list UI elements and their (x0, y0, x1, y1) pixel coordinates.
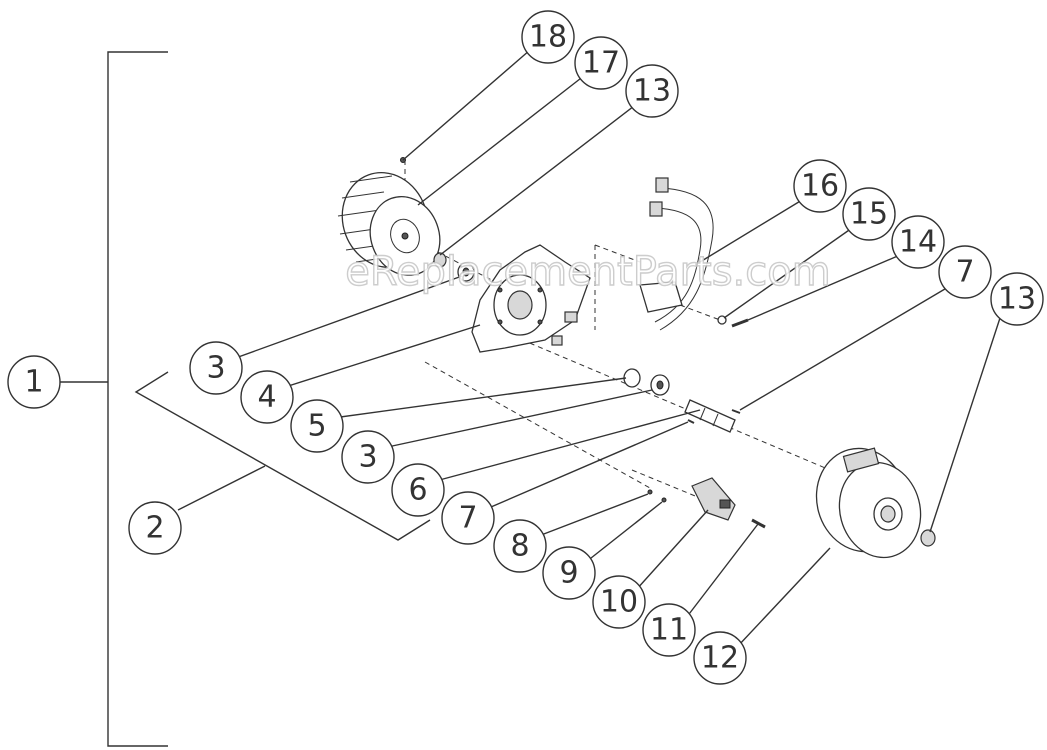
svg-text:11: 11 (650, 613, 688, 648)
svg-text:15: 15 (850, 197, 888, 232)
callout-8: 8 (493, 519, 547, 573)
blower-wheel (337, 172, 441, 276)
sleeve-5 (623, 368, 641, 388)
callout-16: 16 (793, 159, 847, 213)
callout-13b: 13 (990, 272, 1044, 326)
bearing-lower (650, 374, 670, 396)
shaft-6 (684, 399, 736, 433)
pin-9 (661, 497, 667, 503)
svg-text:8: 8 (510, 529, 529, 564)
callout-1: 1 (7, 355, 61, 409)
pin-8 (647, 489, 653, 495)
motor-end-plate (471, 244, 591, 353)
svg-text:3: 3 (206, 351, 225, 386)
svg-text:13: 13 (998, 282, 1036, 317)
callout-17: 17 (574, 36, 628, 90)
svg-text:4: 4 (257, 380, 276, 415)
callout-13a: 13 (625, 64, 679, 118)
svg-text:16: 16 (801, 169, 839, 204)
callout-5: 5 (290, 399, 344, 453)
callout-7b: 7 (938, 245, 992, 299)
assembly-bracket (107, 51, 168, 747)
callout-15: 15 (842, 187, 896, 241)
brush-holder-10 (691, 477, 736, 521)
svg-text:7: 7 (458, 501, 477, 536)
callout-10: 10 (592, 575, 646, 629)
screw-14 (731, 318, 749, 328)
leader-2 (177, 465, 266, 511)
svg-text:14: 14 (899, 225, 937, 260)
callout-14: 14 (891, 215, 945, 269)
watermark: eReplacementParts.com (345, 249, 830, 295)
svg-text:10: 10 (600, 585, 638, 620)
callout-6: 6 (391, 463, 445, 517)
callout-3a: 3 (189, 341, 243, 395)
assembly-lines (404, 160, 831, 499)
wire-harness (639, 177, 714, 331)
motor-housing (815, 447, 922, 559)
key-7-right (731, 409, 741, 414)
svg-text:17: 17 (582, 46, 620, 81)
leader-lines (229, 49, 1001, 647)
callout-18: 18 (521, 10, 575, 64)
callout-3b: 3 (341, 430, 395, 484)
svg-text:1: 1 (24, 365, 43, 400)
callout-4: 4 (240, 370, 294, 424)
svg-text:5: 5 (307, 409, 326, 444)
svg-text:18: 18 (529, 20, 567, 55)
spring-11 (751, 518, 766, 529)
key-7-left (687, 419, 695, 424)
end-nut (920, 529, 936, 547)
subassembly-bracket (134, 371, 431, 541)
svg-text:2: 2 (145, 511, 164, 546)
callout-9: 9 (542, 546, 596, 600)
hub-nut (433, 252, 447, 268)
svg-text:6: 6 (408, 473, 427, 508)
svg-text:12: 12 (701, 641, 739, 676)
callout-2: 2 (128, 501, 182, 555)
callout-12: 12 (693, 631, 747, 685)
svg-text:13: 13 (633, 74, 671, 109)
svg-text:9: 9 (559, 556, 578, 591)
svg-text:7: 7 (955, 255, 974, 290)
callout-11: 11 (642, 603, 696, 657)
svg-text:3: 3 (358, 440, 377, 475)
callout-7a: 7 (441, 491, 495, 545)
